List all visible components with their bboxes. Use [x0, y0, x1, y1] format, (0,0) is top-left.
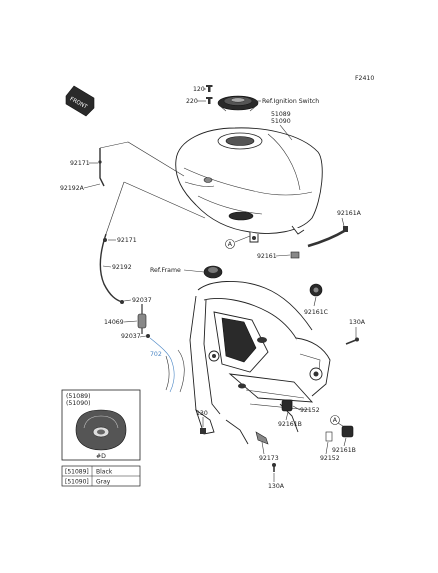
- circle-a-tank: [225, 239, 235, 249]
- label-ref-frame: Ref.Frame: [150, 267, 181, 274]
- label-ref-ignition-switch: Ref.Ignition Switch: [262, 98, 319, 105]
- label-130: 130: [196, 410, 208, 417]
- collar-92152b: [325, 431, 333, 442]
- label-92152-a: 92152: [300, 407, 320, 414]
- bolt-130: [200, 428, 206, 434]
- label-120: 120: [193, 86, 205, 93]
- bolt-220: [206, 97, 213, 104]
- hose-92192: [99, 181, 206, 303]
- frame: [189, 265, 331, 445]
- fuel-tank: [175, 127, 323, 243]
- hose-92171-upper: [98, 141, 185, 187]
- figure-code: F2410: [355, 75, 374, 82]
- circle-a-frame: [330, 415, 340, 425]
- bracket-92173: [255, 431, 269, 445]
- fuel-filter-14069: [137, 304, 147, 334]
- label-130a-top: 130A: [349, 319, 366, 326]
- color-table: [51089] Black [51090] Gray: [61, 465, 141, 487]
- inset-marker: #D: [96, 453, 106, 460]
- damper-92161b-a: [281, 399, 293, 412]
- inset-title-2: (51090): [66, 400, 91, 407]
- label-51090: 51090: [271, 118, 291, 125]
- label-92152-b: 92152: [320, 455, 340, 462]
- label-14069: 14069: [104, 319, 124, 326]
- damper-92161b-b: [341, 425, 354, 438]
- damper-92161: [290, 251, 300, 259]
- color-table-part-1: [51089]: [65, 469, 89, 476]
- label-circle-a-tank: A: [228, 241, 233, 248]
- inset-title-1: (51089): [66, 393, 91, 400]
- clamp-92037-upper: [120, 300, 124, 304]
- label-92161: 92161: [257, 253, 277, 260]
- bolt-130a-top: [345, 337, 359, 345]
- label-92161b-b: 92161B: [332, 447, 356, 454]
- bolt-120: [206, 85, 213, 92]
- label-92037-upper: 92037: [132, 297, 152, 304]
- label-92173: 92173: [259, 455, 279, 462]
- rubber-strap-92161a: [307, 226, 348, 248]
- label-92161c: 92161C: [304, 309, 328, 316]
- drain-hose-702: [149, 337, 185, 393]
- filler-cap-assembly: [217, 95, 259, 112]
- label-92192: 92192: [112, 264, 132, 271]
- label-92171-upper: 92171: [70, 160, 90, 167]
- color-table-color-1: Black: [96, 469, 113, 476]
- color-table-part-2: [51090]: [65, 479, 89, 486]
- clamp-92037-lower: [146, 334, 150, 338]
- label-circle-a-frame: A: [333, 417, 338, 424]
- label-220: 220: [186, 98, 198, 105]
- label-130a-bottom: 130A: [268, 483, 285, 490]
- label-92161a: 92161A: [337, 210, 362, 217]
- damper-92161c: [309, 283, 323, 297]
- label-702: 702: [150, 351, 162, 358]
- front-arrow-icon: FRONT: [65, 85, 95, 117]
- color-table-color-2: Gray: [96, 479, 111, 486]
- label-92171-lower: 92171: [117, 237, 137, 244]
- label-92161b-a: 92161B: [278, 421, 302, 428]
- inset-box: (51089) (51090) #D: [61, 389, 141, 461]
- bolt-130a-bottom: [272, 463, 276, 472]
- label-92037-lower: 92037: [121, 333, 141, 340]
- label-92192a: 92192A: [60, 185, 85, 192]
- label-51089: 51089: [271, 111, 291, 118]
